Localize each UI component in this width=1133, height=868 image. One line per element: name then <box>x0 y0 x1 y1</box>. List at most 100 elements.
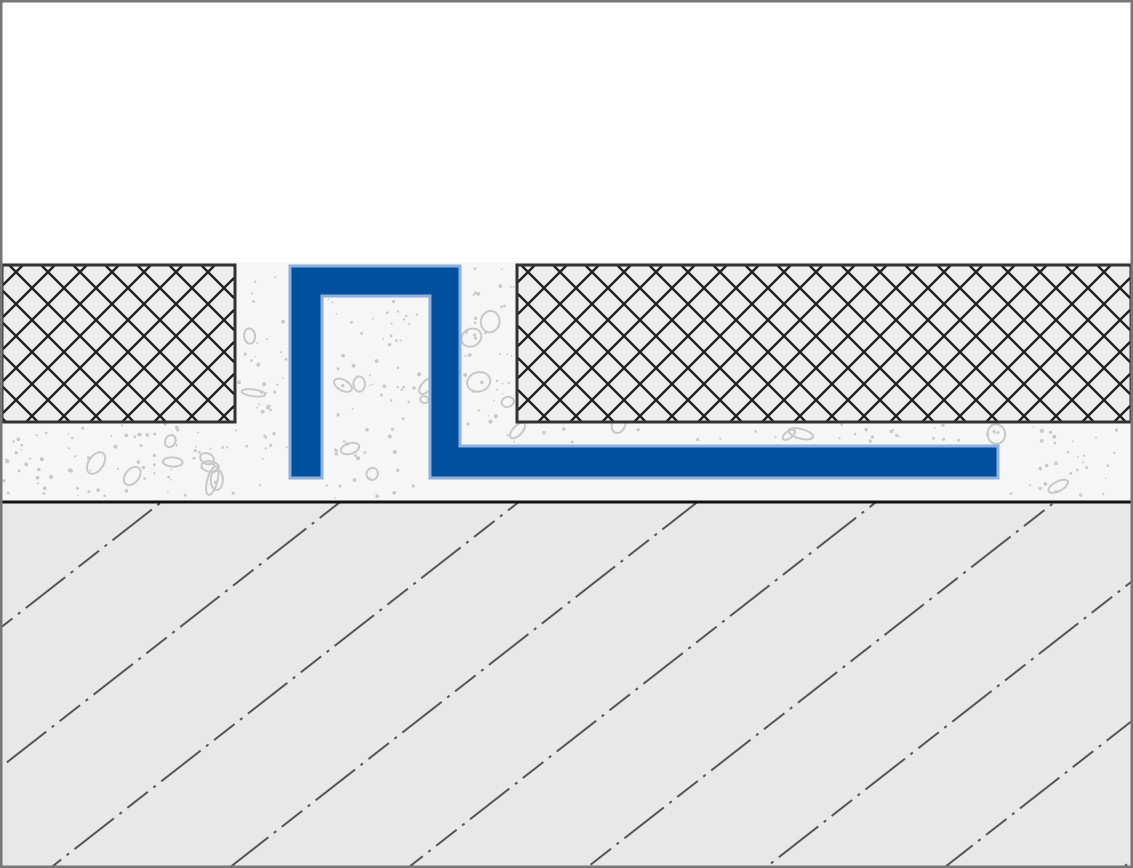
mortar-speck <box>719 437 722 440</box>
mortar-speck <box>1085 466 1089 470</box>
mortar-speck <box>12 440 15 443</box>
mortar-speck <box>193 449 197 453</box>
mortar-speck <box>1076 468 1079 472</box>
mortar-speck <box>488 419 493 424</box>
mortar-speck <box>498 284 503 288</box>
mortar-speck <box>838 437 841 440</box>
mortar-speck <box>1038 466 1043 471</box>
mortar-speck <box>167 475 171 479</box>
mortar-speck <box>493 414 498 419</box>
mortar-speck <box>474 336 478 340</box>
mortar-speck <box>198 450 201 454</box>
mortar-speck <box>501 392 504 395</box>
mortar-pebble <box>781 428 797 441</box>
mortar-speck <box>334 496 337 499</box>
mortar-speck <box>1113 451 1116 455</box>
mortar-speck <box>542 430 546 435</box>
mortar-speck <box>480 380 484 385</box>
mortar-speck <box>1106 464 1110 468</box>
mortar-speck <box>467 354 470 357</box>
mortar-speck <box>37 467 41 472</box>
mortar-speck <box>139 444 143 448</box>
mortar-speck <box>375 494 380 498</box>
mortar-speck <box>44 431 48 435</box>
mortar-speck <box>1072 440 1074 443</box>
mortar-speck <box>402 385 406 389</box>
mortar-speck <box>395 339 398 342</box>
mortar-speck <box>495 379 499 383</box>
mortar-speck <box>89 469 92 472</box>
mortar-speck <box>49 474 53 479</box>
mortar-speck <box>387 434 392 439</box>
mortar-speck <box>76 486 79 490</box>
mortar-speck <box>365 427 369 432</box>
mortar-speck <box>1079 493 1083 497</box>
mortar-speck <box>254 280 257 283</box>
mortar-speck <box>840 423 843 427</box>
mortar-speck <box>81 426 85 430</box>
mortar-speck <box>192 456 196 460</box>
mortar-speck <box>932 437 935 440</box>
mortar-speck <box>269 443 273 447</box>
mortar-pebble <box>164 434 177 449</box>
mortar-speck <box>1069 471 1073 475</box>
mortar-speck <box>6 491 10 495</box>
mortar-speck <box>250 359 253 362</box>
mortar-speck <box>258 403 261 406</box>
mortar-speck <box>195 446 197 448</box>
mortar-speck <box>67 447 71 450</box>
mortar-speck <box>387 343 392 347</box>
mortar-speck <box>234 429 237 432</box>
mortar-speck <box>636 428 640 432</box>
mortar-speck <box>5 458 8 461</box>
mortar-speck <box>260 409 265 414</box>
mortar-speck <box>136 460 141 464</box>
mortar-speck <box>252 300 255 303</box>
mortar-speck <box>774 435 777 439</box>
mortar-speck <box>934 427 936 429</box>
mortar-speck <box>1077 456 1079 458</box>
mortar-speck <box>399 339 402 342</box>
mortar-speck <box>510 354 513 357</box>
mortar-speck <box>153 432 157 436</box>
mortar-speck <box>70 436 74 440</box>
mortar-speck <box>995 432 998 435</box>
mortar-speck <box>371 383 374 386</box>
mortar-pebble <box>205 465 220 496</box>
mortar-speck <box>265 405 270 410</box>
mortar-speck <box>506 434 509 437</box>
mortar-pebble <box>500 395 515 409</box>
mortar-speck <box>167 490 169 493</box>
mortar-speck <box>280 351 283 354</box>
mortar-speck <box>942 437 946 441</box>
profile <box>288 264 1000 480</box>
mortar-speck <box>507 381 510 385</box>
mortar-speck <box>500 268 503 271</box>
mortar-specks <box>2 267 1119 499</box>
mortar-pebble <box>243 327 257 345</box>
mortar-speck <box>864 427 868 432</box>
mortar-speck <box>341 383 345 388</box>
mortar-speck <box>133 435 137 439</box>
mortar-speck <box>273 390 277 394</box>
mortar-speck <box>262 382 267 387</box>
mortar-speck <box>396 310 400 313</box>
mortar-speck <box>1054 461 1058 466</box>
mortar-pebble <box>161 456 184 468</box>
mortar-speck <box>1104 477 1107 480</box>
mortar-pebble <box>986 423 1007 445</box>
mortar-speck <box>152 453 156 458</box>
mortar-speck <box>284 357 288 361</box>
mortar-speck <box>170 478 173 481</box>
mortar-speck <box>269 408 272 412</box>
mortar-speck <box>754 430 757 433</box>
mortar-speck <box>402 318 406 321</box>
mortar-speck <box>231 491 235 495</box>
mortar-speck <box>389 399 393 402</box>
mortar-speck <box>276 383 279 386</box>
mortar-speck <box>170 468 173 471</box>
mortar-speck <box>197 431 200 434</box>
mortar-speck <box>390 427 394 431</box>
mortar-speck <box>404 314 408 318</box>
mortar-speck <box>67 432 70 435</box>
